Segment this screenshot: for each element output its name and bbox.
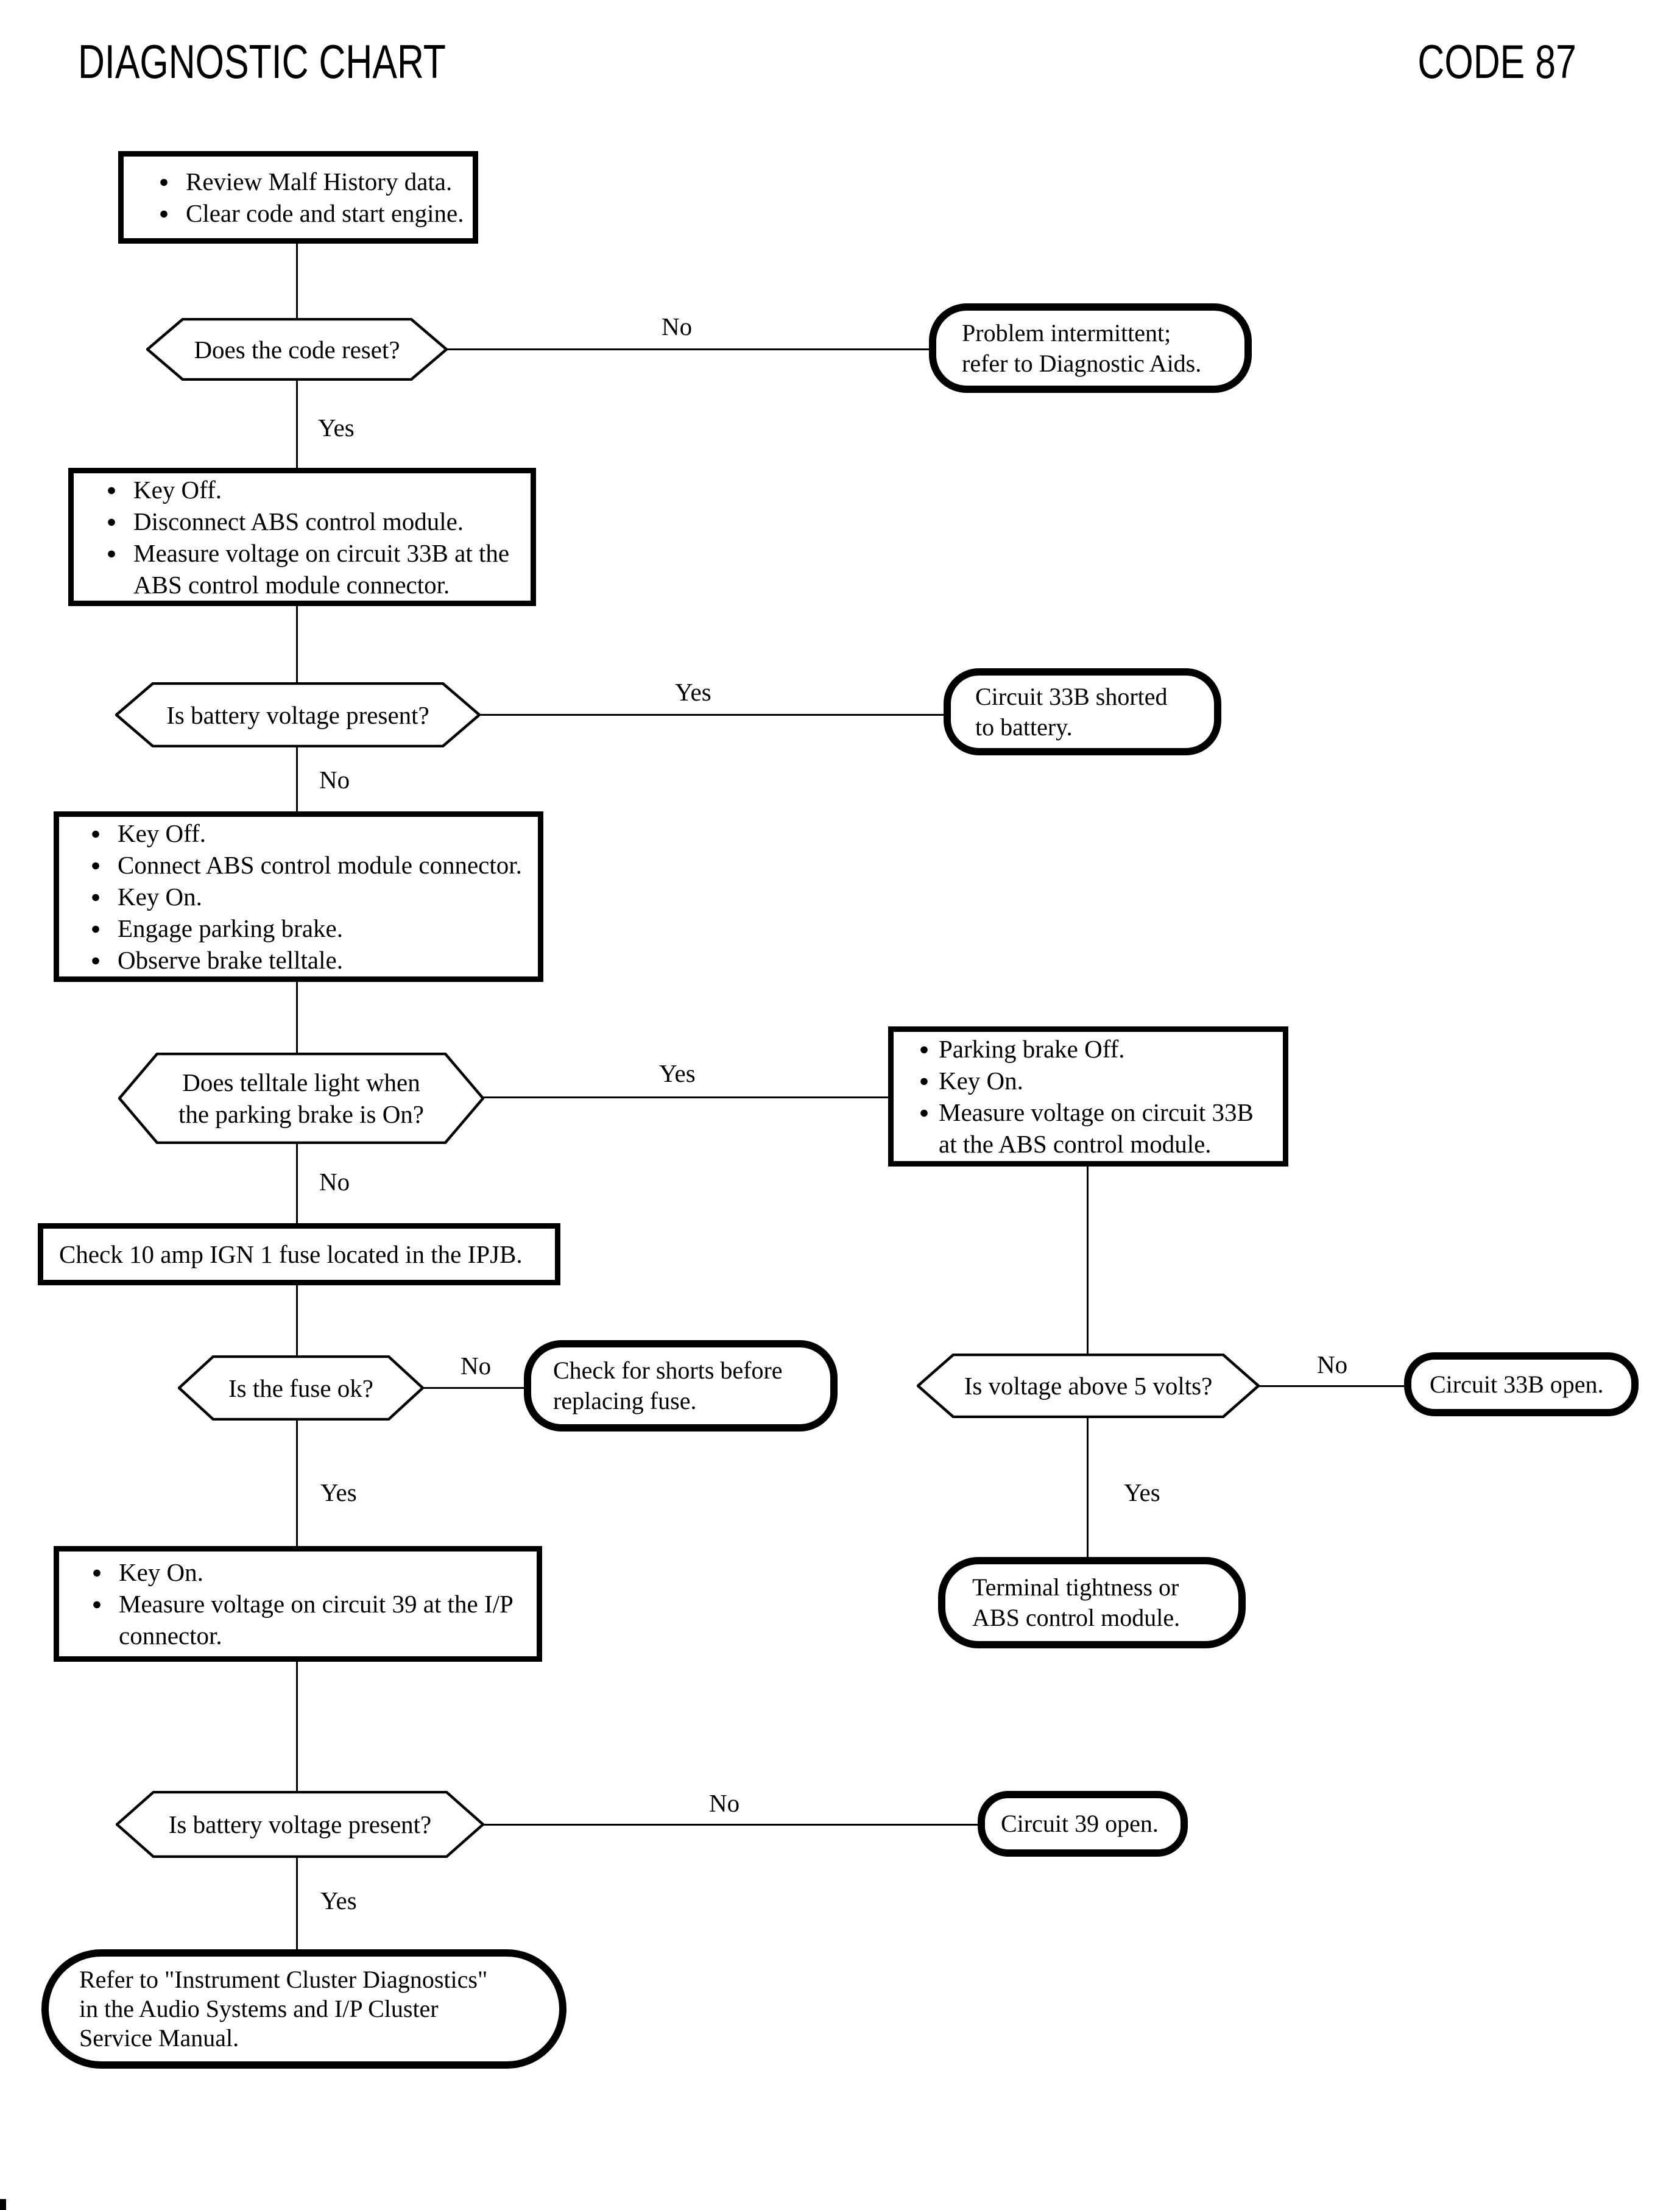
- bullet-icon: ●: [106, 543, 117, 562]
- bullet-icon: ●: [106, 512, 117, 531]
- terminator-circuit-39-open: Circuit 39 open.: [978, 1791, 1188, 1857]
- bullet-icon: ●: [90, 856, 101, 874]
- connector-line: [1258, 1385, 1405, 1387]
- decision-battery-voltage-1: Is battery voltage present?: [115, 682, 481, 747]
- connector-line: [483, 1824, 979, 1826]
- page-title-text: DIAGNOSTIC CHART: [78, 35, 446, 88]
- bullet-icon: ●: [919, 1103, 930, 1121]
- edge-label-yes: Yes: [318, 414, 355, 442]
- connector-line: [423, 1387, 526, 1389]
- process-item-text: Review Malf History data.: [186, 168, 453, 196]
- connector-line: [296, 982, 298, 1054]
- bullet-icon: ●: [158, 204, 169, 222]
- connector-line: [296, 381, 298, 468]
- process-key-off-connect: ● Key Off. ● Connect ABS control module co…: [54, 811, 543, 982]
- connector-line: [1087, 1418, 1089, 1558]
- edge-label-no: No: [461, 1352, 492, 1380]
- scan-artifact-mark: [0, 2199, 6, 2210]
- hexagon-shape-icon: [118, 1053, 484, 1144]
- process-key-on-measure-39: ● Key On. ● Measure voltage on circuit 39 …: [54, 1546, 542, 1662]
- process-item-text: Key On.: [119, 1558, 203, 1586]
- connector-line: [479, 714, 945, 716]
- decision-telltale-light: Does telltale light when the parking bra…: [118, 1053, 484, 1144]
- process-item-text: Measure voltage on circuit 33B at the AB…: [939, 1098, 1254, 1158]
- edge-label-no: No: [319, 766, 350, 794]
- process-key-off-disconnect: ● Key Off. ● Disconnect ABS control module…: [68, 468, 536, 606]
- code-label: CODE 87: [1373, 34, 1576, 90]
- connector-line: [296, 1285, 298, 1355]
- edge-label-yes: Yes: [675, 678, 711, 706]
- connector-line: [296, 1858, 298, 1949]
- code-label-text: CODE 87: [1417, 35, 1576, 88]
- connector-line: [296, 747, 298, 811]
- process-item-text: Observe brake telltale.: [118, 946, 343, 974]
- edge-label-no: No: [1317, 1350, 1348, 1379]
- process-item-text: Clear code and start engine.: [186, 199, 464, 227]
- decision-battery-voltage-2: Is battery voltage present?: [116, 1791, 484, 1858]
- terminator-circuit-33b-shorted: Circuit 33B shorted to battery.: [944, 668, 1221, 755]
- bullet-icon: ●: [91, 1595, 102, 1613]
- decision-voltage-above-5: Is voltage above 5 volts?: [917, 1354, 1260, 1418]
- edge-label-yes: Yes: [1124, 1478, 1160, 1506]
- process-item-text: Engage parking brake.: [118, 914, 343, 942]
- connector-line: [296, 606, 298, 683]
- process-review-history: ● Review Malf History data. ● Clear code a…: [118, 151, 478, 244]
- connector-line: [446, 348, 930, 350]
- decision-text: Is battery voltage present?: [166, 701, 429, 729]
- process-text: Check 10 amp IGN 1 fuse located in the I…: [59, 1240, 523, 1268]
- decision-text: Is voltage above 5 volts?: [964, 1372, 1213, 1400]
- terminator-terminal-tightness: Terminal tightness or ABS control module…: [938, 1557, 1246, 1648]
- process-item-text: Key Off.: [118, 819, 206, 847]
- process-item-text: Measure voltage on circuit 39 at the I/P…: [119, 1590, 514, 1650]
- connector-line: [296, 1144, 298, 1223]
- bullet-icon: ●: [919, 1071, 930, 1090]
- process-item-text: Connect ABS control module connector.: [118, 851, 522, 879]
- terminator-circuit-33b-open: Circuit 33B open.: [1404, 1352, 1639, 1416]
- terminator-problem-intermittent: Problem intermittent; refer to Diagnosti…: [929, 303, 1252, 393]
- connector-line: [296, 244, 298, 319]
- process-item-text: Key Off.: [133, 475, 222, 504]
- page-title: DIAGNOSTIC CHART: [78, 34, 549, 90]
- terminator-check-shorts: Check for shorts before replacing fuse.: [524, 1340, 838, 1432]
- decision-text: Is the fuse ok?: [228, 1374, 373, 1402]
- process-item-text: Parking brake Off.: [939, 1035, 1125, 1063]
- process-check-fuse: Check 10 amp IGN 1 fuse located in the I…: [38, 1223, 560, 1285]
- connector-line: [1087, 1167, 1089, 1355]
- edge-label-yes: Yes: [320, 1478, 357, 1506]
- bullet-icon: ●: [919, 1040, 930, 1058]
- bullet-icon: ●: [90, 951, 101, 969]
- process-item-text: Key On.: [939, 1067, 1023, 1095]
- process-item-text: Disconnect ABS control module.: [133, 507, 464, 535]
- edge-label-no: No: [709, 1789, 740, 1817]
- edge-label-no: No: [319, 1168, 350, 1196]
- bullet-icon: ●: [90, 888, 101, 906]
- terminator-refer-manual: Refer to "Instrument Cluster Diagnostics…: [41, 1949, 566, 2069]
- decision-text: Does telltale light when the parking bra…: [178, 1068, 425, 1128]
- bullet-icon: ●: [106, 480, 117, 499]
- process-parking-brake-off: ● Parking brake Off. ● Key On. ● Measure vo…: [888, 1026, 1288, 1167]
- process-item-text: Key On.: [118, 883, 202, 911]
- decision-text: Does the code reset?: [194, 335, 400, 364]
- edge-label-no: No: [662, 312, 693, 341]
- bullet-icon: ●: [90, 824, 101, 842]
- connector-line: [296, 1421, 298, 1546]
- decision-code-reset: Does the code reset?: [146, 318, 448, 381]
- bullet-icon: ●: [90, 919, 101, 937]
- decision-fuse-ok: Is the fuse ok?: [178, 1355, 424, 1421]
- bullet-icon: ●: [91, 1563, 102, 1581]
- process-item-text: Measure voltage on circuit 33B at the AB…: [133, 538, 510, 599]
- edge-label-yes: Yes: [659, 1059, 696, 1087]
- decision-text: Is battery voltage present?: [168, 1810, 432, 1838]
- connector-line: [296, 1662, 298, 1792]
- connector-line: [483, 1096, 888, 1098]
- bullet-icon: ●: [158, 172, 169, 191]
- edge-label-yes: Yes: [320, 1887, 357, 1915]
